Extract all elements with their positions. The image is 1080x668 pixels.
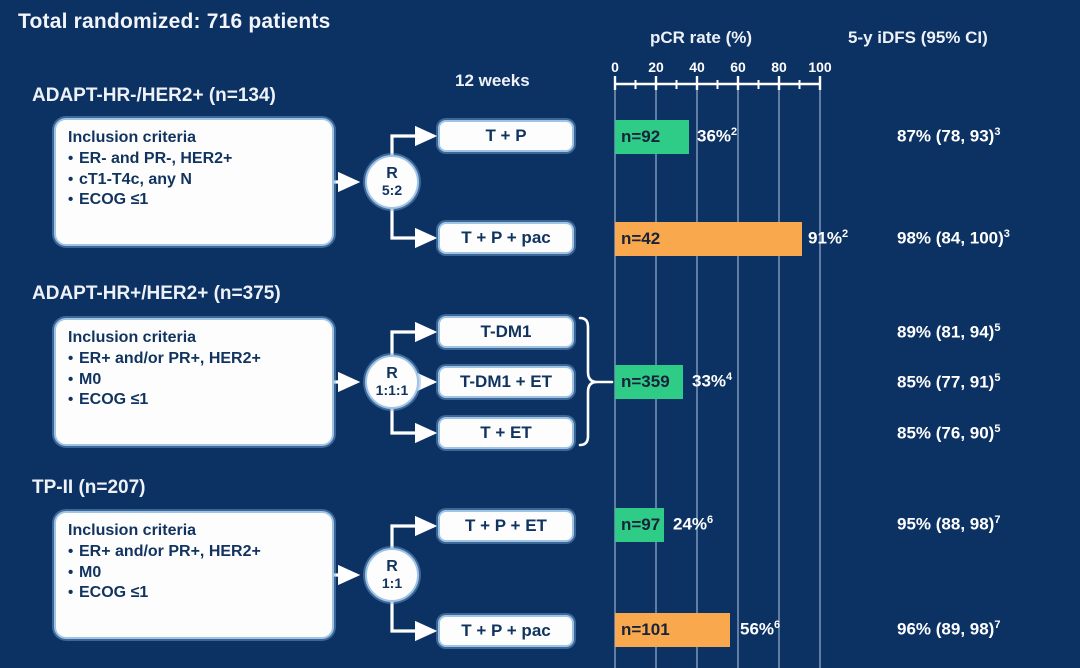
criteria-box-section-1: Inclusion criteria ER- and PR-, HER2+ cT… (54, 118, 334, 246)
randomization-node-section-3: R 1:1 (365, 548, 419, 602)
idfs-text: 87% (78, 93) (897, 126, 995, 146)
idfs-footnote: 7 (994, 619, 1001, 631)
criteria-list: ER+ and/or PR+, HER2+ M0 ECOG ≤1 (68, 542, 320, 604)
criteria-title: Inclusion criteria (68, 129, 197, 146)
idfs-footnote: 5 (994, 322, 1001, 334)
criteria-item: ER- and PR-, HER2+ (68, 149, 320, 170)
idfs-value-t-p-pac-2: 96% (89, 98)7 (897, 619, 1000, 640)
pct-value: 56% (740, 619, 775, 639)
criteria-item: cT1-T4c, any N (68, 170, 320, 191)
section-title-adapt-hr-neg: ADAPT-HR-/HER2+ (n=134) (32, 85, 276, 106)
idfs-footnote: 3 (1003, 228, 1010, 240)
pct-footnote: 6 (707, 514, 714, 526)
arm-box-tdm1-et: T-DM1 + ET (438, 366, 574, 398)
weeks-label: 12 weeks (455, 71, 530, 90)
randomization-ratio: 5:2 (381, 182, 403, 199)
idfs-footnote: 7 (994, 514, 1001, 526)
pct-footnote: 2 (842, 228, 849, 240)
criteria-title: Inclusion criteria (68, 522, 197, 539)
idfs-text: 98% (84, 100) (897, 228, 1004, 248)
pct-label-24: 24%6 (673, 514, 713, 535)
bar-n101: n=101 (615, 613, 730, 647)
axis-tick-0: 0 (611, 59, 619, 75)
page-title: Total randomized: 716 patients (18, 10, 331, 33)
pct-label-56: 56%6 (740, 619, 780, 640)
criteria-item: M0 (68, 563, 320, 584)
section-title-tp-ii: TP-II (n=207) (32, 477, 146, 498)
idfs-footnote: 3 (994, 126, 1001, 138)
axis-tick-20: 20 (648, 59, 664, 75)
criteria-title: Inclusion criteria (68, 329, 197, 346)
criteria-item: ER+ and/or PR+, HER2+ (68, 542, 320, 563)
criteria-box-section-2: Inclusion criteria ER+ and/or PR+, HER2+… (54, 318, 334, 446)
axis-tick-40: 40 (689, 59, 705, 75)
idfs-text: 95% (88, 98) (897, 514, 995, 534)
arm-box-tdm1: T-DM1 (438, 316, 574, 348)
section-title-adapt-hr-pos: ADAPT-HR+/HER2+ (n=375) (32, 283, 281, 304)
pcr-column-header: pCR rate (%) (650, 28, 753, 47)
idfs-value-t-p-pac: 98% (84, 100)3 (897, 228, 1010, 249)
pct-footnote: 6 (774, 619, 781, 631)
idfs-text: 96% (89, 98) (897, 619, 995, 639)
randomization-ratio: 1:1:1 (375, 382, 409, 399)
pct-value: 33% (692, 371, 727, 391)
criteria-item: ER+ and/or PR+, HER2+ (68, 349, 320, 370)
randomization-letter: R (386, 165, 398, 183)
bar-n92: n=92 (615, 120, 689, 154)
criteria-item: ECOG ≤1 (68, 583, 320, 604)
criteria-item: ECOG ≤1 (68, 390, 320, 411)
pct-label-33: 33%4 (692, 371, 732, 392)
bar-n359: n=359 (615, 365, 683, 399)
bar-n42: n=42 (615, 222, 802, 256)
randomization-ratio: 1:1 (381, 575, 403, 592)
arm-box-t-p-pac: T + P + pac (438, 222, 574, 254)
idfs-value-tdm1-et: 85% (77, 91)5 (897, 372, 1000, 393)
idfs-column-header: 5-y iDFS (95% CI) (848, 28, 988, 47)
axis-tick-100: 100 (808, 59, 832, 75)
idfs-footnote: 5 (994, 423, 1001, 435)
bar-n97: n=97 (615, 508, 665, 542)
pct-footnote: 4 (726, 371, 733, 383)
criteria-box-section-3: Inclusion criteria ER+ and/or PR+, HER2+… (54, 511, 334, 639)
idfs-text: 85% (77, 91) (897, 372, 995, 392)
randomization-letter: R (386, 365, 398, 383)
criteria-list: ER+ and/or PR+, HER2+ M0 ECOG ≤1 (68, 349, 320, 411)
idfs-value-t-p: 87% (78, 93)3 (897, 126, 1000, 147)
pct-value: 91% (808, 228, 843, 248)
arm-box-t-p-et: T + P + ET (438, 510, 574, 542)
randomization-node-section-2: R 1:1:1 (365, 355, 419, 409)
criteria-item: ECOG ≤1 (68, 190, 320, 211)
pct-label-36: 36%2 (697, 126, 737, 147)
idfs-footnote: 5 (994, 372, 1001, 384)
randomization-letter: R (386, 558, 398, 576)
pct-value: 36% (697, 126, 732, 146)
pct-value: 24% (673, 514, 708, 534)
pct-label-91: 91%2 (808, 228, 848, 249)
idfs-text: 89% (81, 94) (897, 322, 995, 342)
axis-tick-60: 60 (730, 59, 746, 75)
idfs-value-t-et: 85% (76, 90)5 (897, 423, 1000, 444)
idfs-text: 85% (76, 90) (897, 423, 995, 443)
arm-box-t-p-pac-2: T + P + pac (438, 615, 574, 647)
idfs-value-tdm1: 89% (81, 94)5 (897, 322, 1000, 343)
axis-tick-80: 80 (771, 59, 787, 75)
arm-box-t-et: T + ET (438, 417, 574, 449)
criteria-item: M0 (68, 370, 320, 391)
criteria-list: ER- and PR-, HER2+ cT1-T4c, any N ECOG ≤… (68, 149, 320, 211)
arm-box-t-p: T + P (438, 120, 574, 152)
pct-footnote: 2 (731, 126, 738, 138)
randomization-node-section-1: R 5:2 (365, 155, 419, 209)
idfs-value-t-p-et: 95% (88, 98)7 (897, 514, 1000, 535)
